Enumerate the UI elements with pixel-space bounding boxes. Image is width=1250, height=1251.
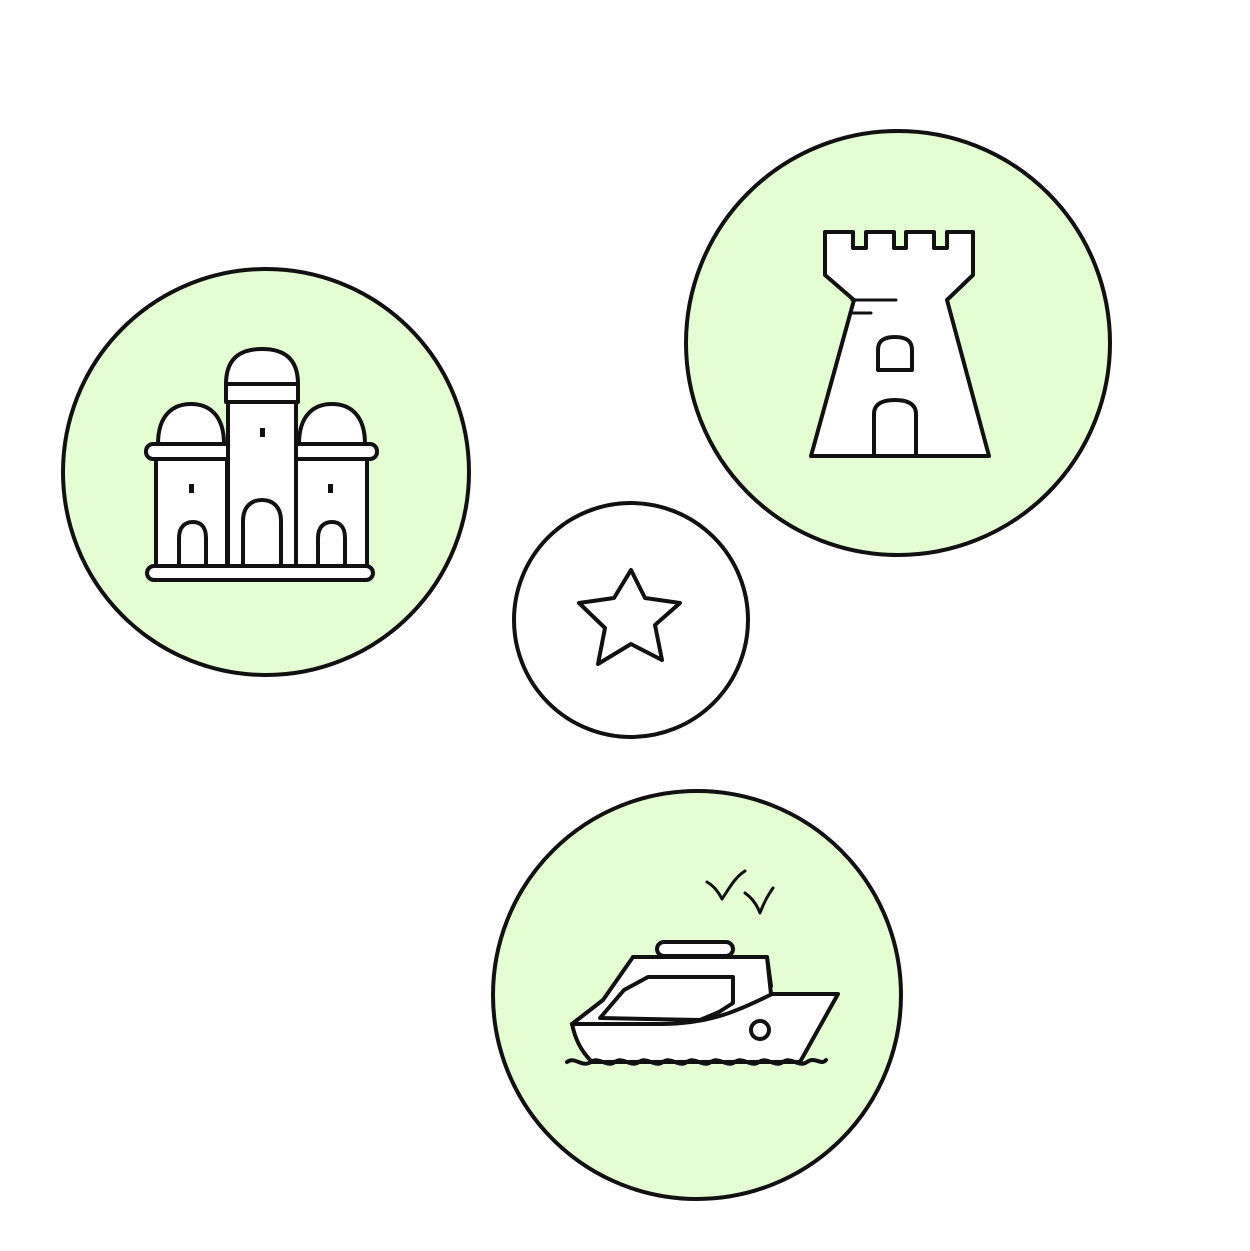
bird-icon <box>743 886 775 915</box>
tower-badge <box>684 129 1112 557</box>
palace-badge <box>61 267 471 677</box>
domed-palace-icon <box>144 347 379 582</box>
star-icon <box>577 568 682 666</box>
star-badge <box>512 501 750 739</box>
ferry-boat-icon <box>565 869 840 1066</box>
boat-badge <box>491 789 903 1201</box>
water-waves <box>565 1058 828 1066</box>
castle-tower-icon <box>809 230 991 458</box>
bird-icon <box>705 869 747 901</box>
